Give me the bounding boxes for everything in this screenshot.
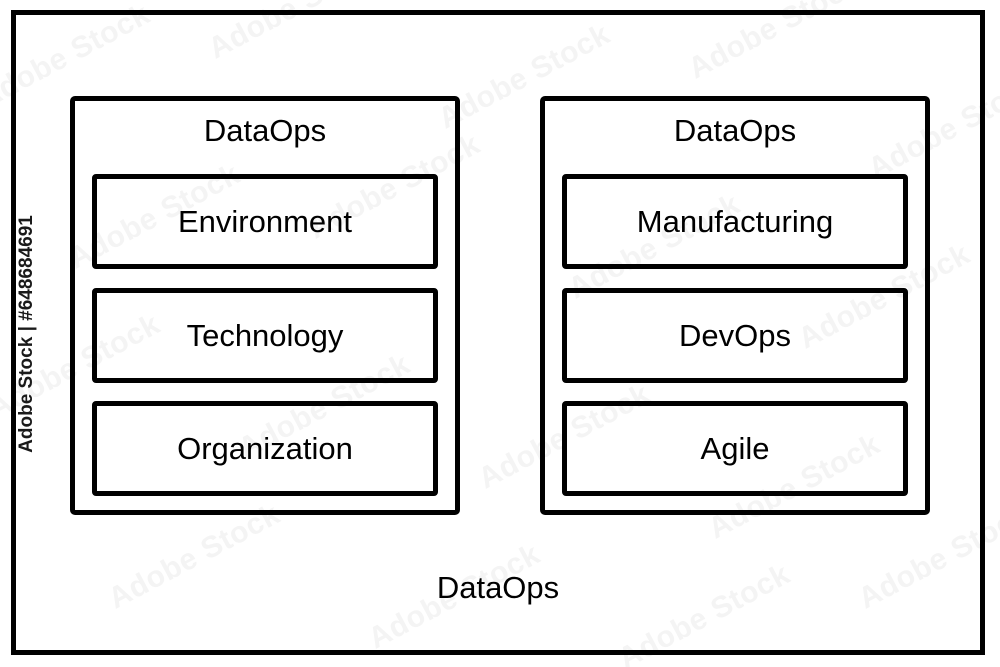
item-box-organization: Organization	[92, 401, 438, 496]
item-box-manufacturing: Manufacturing	[562, 174, 908, 269]
panel-right: DataOps Manufacturing DevOps Agile	[540, 96, 930, 515]
item-box-agile: Agile	[562, 401, 908, 496]
panel-left: DataOps Environment Technology Organizat…	[70, 96, 460, 515]
item-label: Agile	[700, 431, 770, 466]
diagram-bottom-caption: DataOps	[436, 570, 560, 605]
item-label: Organization	[177, 431, 353, 466]
panel-right-title: DataOps	[673, 113, 797, 148]
item-label: Manufacturing	[636, 204, 834, 239]
item-box-environment: Environment	[92, 174, 438, 269]
item-label: Environment	[177, 204, 353, 239]
panel-right-items: Manufacturing DevOps Agile	[562, 174, 908, 496]
panel-left-title: DataOps	[203, 113, 327, 148]
item-box-technology: Technology	[92, 287, 438, 383]
item-label: DevOps	[679, 317, 791, 353]
outer-frame	[11, 10, 985, 655]
item-box-devops: DevOps	[562, 287, 908, 383]
panel-left-items: Environment Technology Organization	[92, 174, 438, 496]
item-label: Technology	[186, 317, 344, 353]
